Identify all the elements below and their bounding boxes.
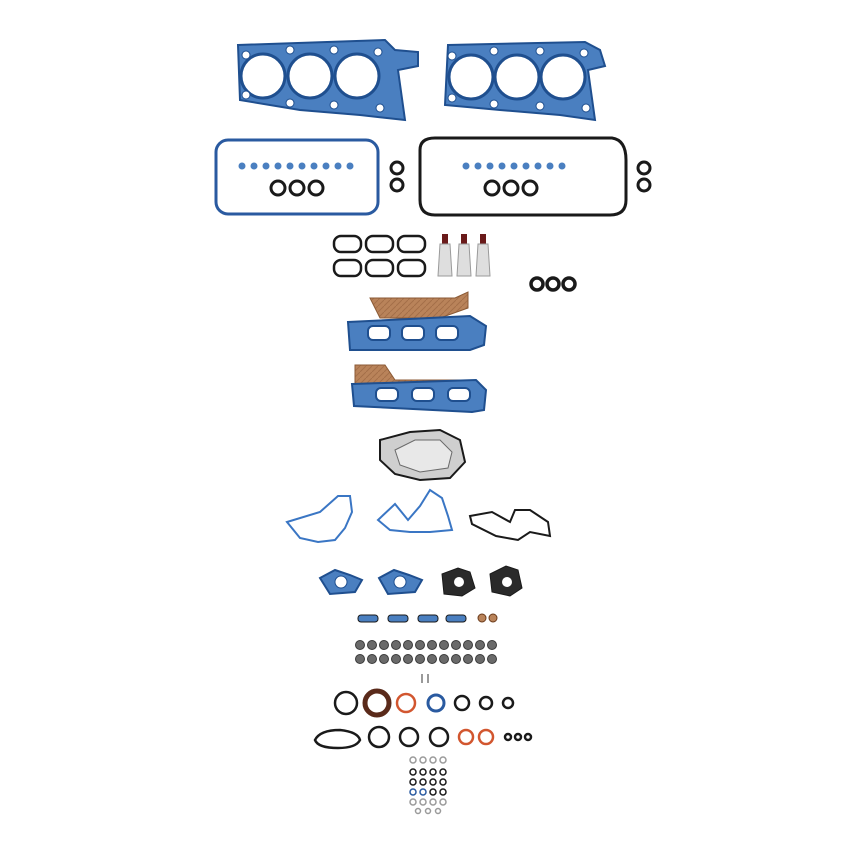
valve-cover-gasket-right bbox=[418, 136, 628, 217]
dowel-pins bbox=[421, 674, 429, 683]
valve-cover-gasket-left bbox=[214, 138, 380, 216]
rtv-sealant-tube-icon bbox=[475, 234, 491, 277]
spark-plug-seals-left bbox=[389, 160, 405, 193]
spark-plug-seals-right bbox=[636, 160, 652, 193]
rtv-sealant-tubes bbox=[437, 234, 491, 277]
oil-filter-gasket-2 bbox=[489, 565, 523, 597]
seal-row-2 bbox=[313, 725, 533, 750]
timing-cover-gasket-right bbox=[468, 509, 552, 542]
valve-stem-seals bbox=[355, 640, 497, 664]
intake-gaskets bbox=[332, 234, 427, 278]
water-pump-gasket bbox=[379, 428, 467, 482]
head-gasket-left bbox=[236, 38, 419, 122]
timing-cover-gasket-left bbox=[285, 495, 354, 544]
tube-gaskets bbox=[357, 613, 498, 623]
head-gasket-right bbox=[443, 40, 607, 122]
tube-o-rings bbox=[529, 276, 577, 292]
exhaust-manifold-gasket-upper bbox=[346, 291, 488, 351]
small-o-rings bbox=[409, 756, 447, 815]
rtv-sealant-tube-icon bbox=[437, 234, 453, 277]
thermostat-gasket-1 bbox=[318, 568, 364, 596]
rtv-sealant-tube-icon bbox=[456, 234, 472, 277]
seal-row-1 bbox=[333, 688, 515, 718]
timing-cover-gasket-mid bbox=[376, 488, 454, 533]
exhaust-manifold-gasket-lower bbox=[350, 364, 488, 414]
oil-filter-gasket-1 bbox=[441, 567, 476, 597]
thermostat-gasket-2 bbox=[377, 568, 424, 596]
